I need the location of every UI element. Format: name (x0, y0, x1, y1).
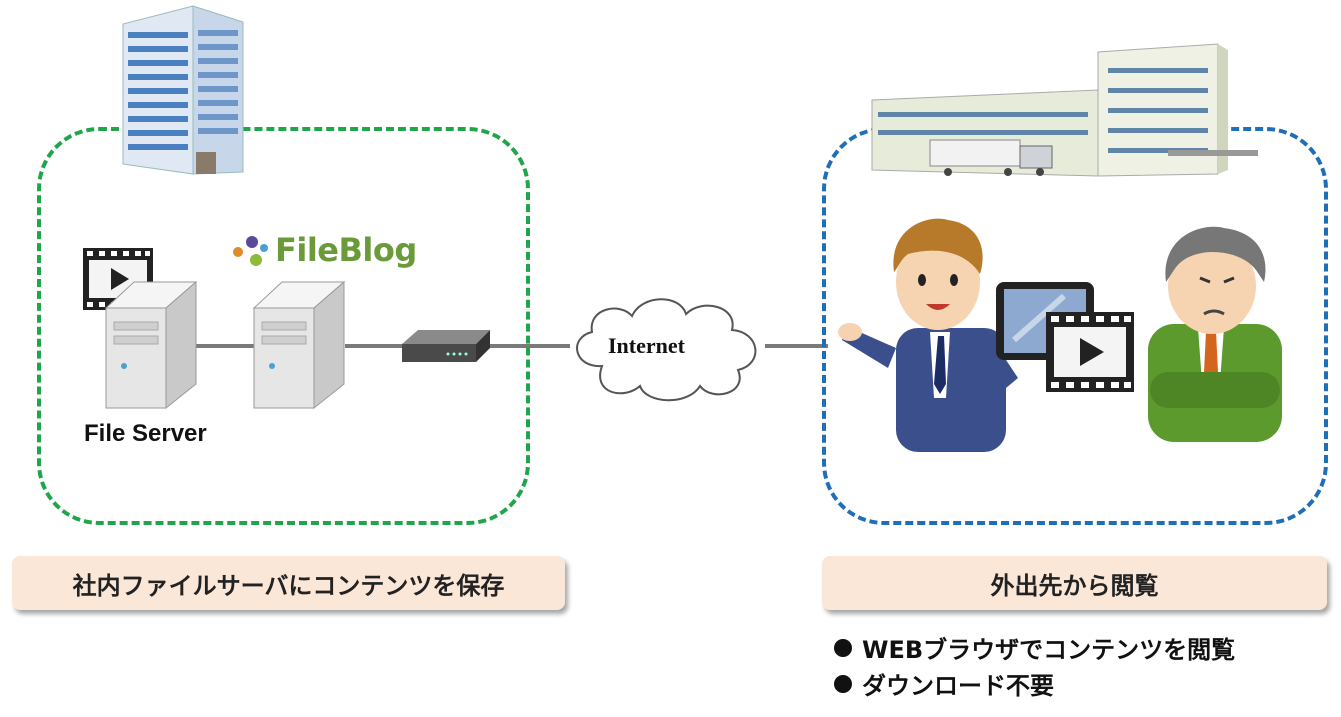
internal-storage-label: 社内ファイルサーバにコンテンツを保存 (12, 556, 565, 610)
businessman-presenting-icon (838, 218, 1018, 452)
router-icon (402, 330, 490, 362)
internet-cloud-icon (576, 298, 757, 402)
bullet-dot-icon (834, 639, 852, 657)
internet-label: Internet (608, 333, 685, 358)
bullet-dot-icon (834, 675, 852, 693)
feature-bullet-list: WEBブラウザでコンテンツを閲覧 ダウンロード不要 (834, 632, 1235, 704)
feature-bullet-item: WEBブラウザでコンテンツを閲覧 (834, 632, 1235, 668)
internal-network-zone (37, 127, 530, 525)
file-server-caption: File Server (84, 420, 207, 447)
file-server-icon (104, 280, 198, 410)
fileblog-logo-text: FileBlog (275, 231, 417, 269)
video-content-icon (1046, 312, 1134, 392)
feature-bullet-item: ダウンロード不要 (834, 668, 1235, 704)
remote-viewing-label: 外出先から閲覧 (822, 556, 1327, 610)
senior-manager-icon (1148, 226, 1282, 442)
fileblog-server-icon (252, 280, 346, 410)
factory-building-icon (871, 43, 1258, 177)
fileblog-logo-icon (233, 236, 268, 266)
office-building-icon (122, 5, 244, 175)
